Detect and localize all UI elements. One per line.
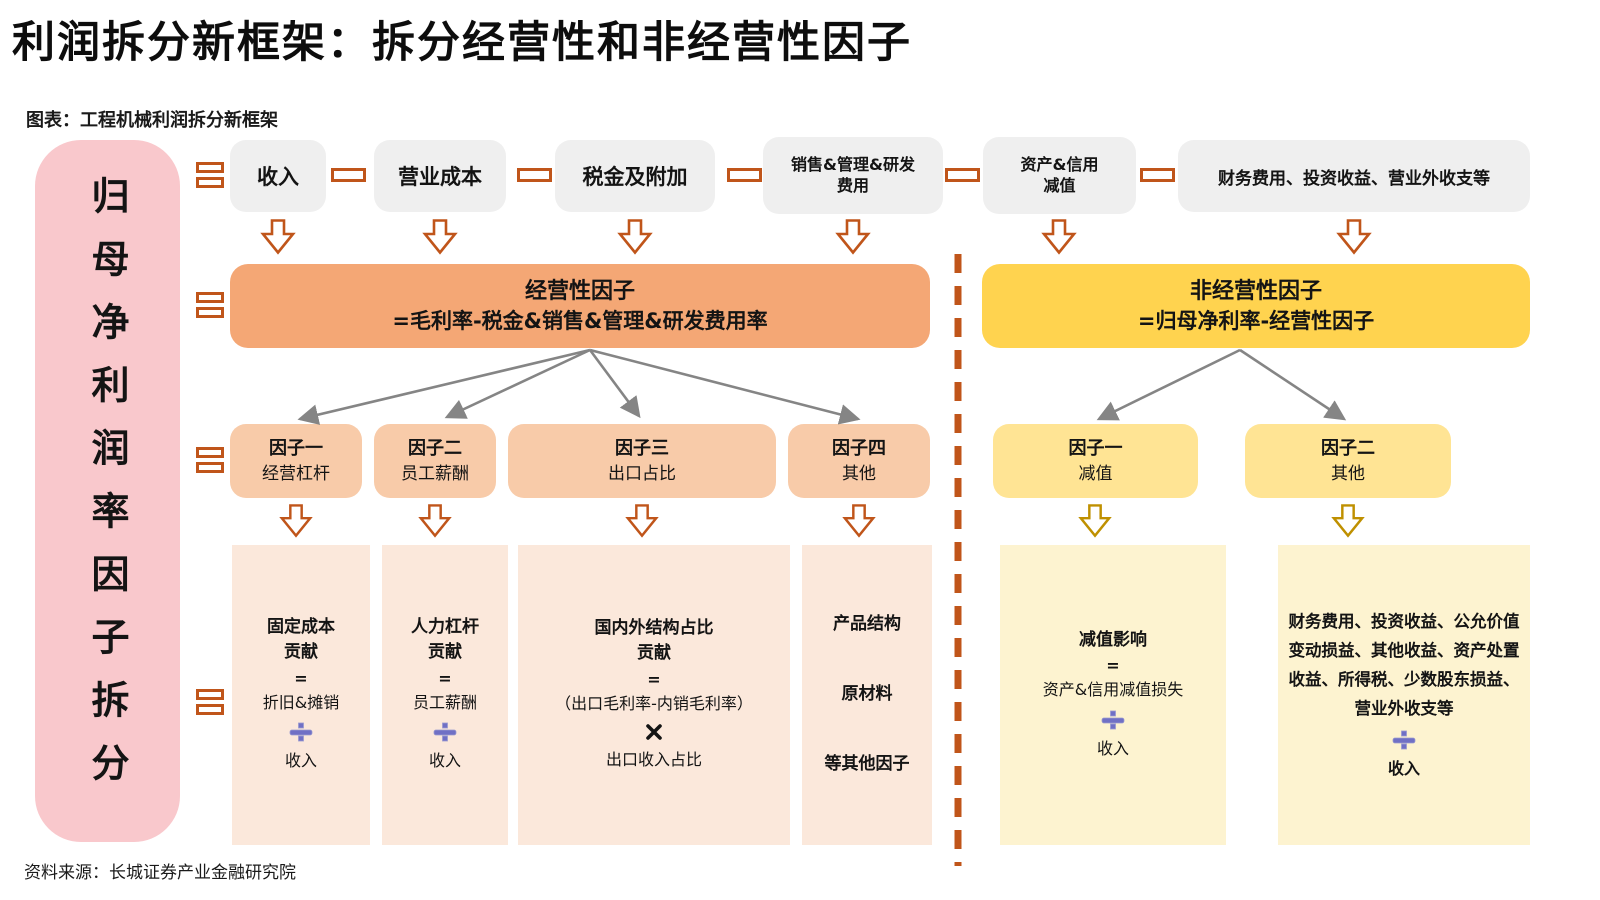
factor-desc: 经营杠杆: [262, 463, 330, 484]
operating-factor-box: 经营性因子 =毛利率-税金&销售&管理&研发费用率: [230, 264, 930, 348]
detail-denominator: 收入: [428, 751, 461, 771]
operating-factor-formula: =毛利率-税金&销售&管理&研发费用率: [392, 308, 768, 333]
minus-operator-icon: [945, 168, 980, 182]
pl-item-expenses: 销售&管理&研发 费用: [763, 137, 943, 214]
pl-item-label: 销售&管理&研发 费用: [791, 154, 915, 195]
pl-item-taxes-surcharges: 税金及附加: [555, 140, 715, 212]
down-arrow-icon: [626, 504, 658, 537]
fan-arrow: [1239, 348, 1347, 421]
detail-numerator: （出口毛利率-内销毛利率）: [555, 693, 753, 713]
down-arrow-icon: [1337, 219, 1371, 254]
factor-desc: 减值: [1078, 463, 1113, 484]
detail-export-structure: 国内外结构占比 贡献 = （出口毛利率-内销毛利率） 出口收入占比: [518, 545, 790, 845]
factor-name: 因子二: [408, 437, 462, 459]
down-arrow-icon: [843, 504, 875, 537]
factor-name: 因子一: [1068, 437, 1123, 459]
minus-operator-icon: [1140, 168, 1175, 182]
detail-labor-leverage: 人力杠杆 贡献 = 员工薪酬 收入: [382, 545, 508, 845]
detail-title: 人力杠杆 贡献: [411, 617, 479, 663]
detail-numerator: 资产&信用减值损失: [1042, 680, 1184, 700]
operating-factor-title: 经营性因子: [524, 278, 635, 304]
minus-operator-icon: [517, 168, 552, 182]
equals-operator-icon: [196, 162, 224, 188]
equals-text: =: [438, 668, 452, 688]
multiply-icon: [644, 722, 664, 742]
operating-factor-4: 因子四 其他: [788, 424, 930, 498]
factor-desc: 其他: [1331, 463, 1365, 484]
equals-text: =: [647, 669, 661, 689]
factor-desc: 出口占比: [608, 463, 676, 484]
divide-icon: [1391, 729, 1417, 751]
page-title: 利润拆分新框架：拆分经营性和非经营性因子: [12, 18, 912, 68]
left-banner: 归母净利润率因子拆分: [35, 140, 180, 842]
factor-name: 因子三: [615, 437, 669, 459]
detail-paragraph: 财务费用、投资收益、公允价值变动损益、其他收益、资产处置收益、所得税、少数股东损…: [1288, 612, 1520, 718]
equals-text: =: [1106, 656, 1120, 676]
equals-operator-icon: [196, 447, 224, 473]
down-arrow-icon: [836, 219, 870, 254]
pl-item-label: 营业成本: [398, 165, 482, 189]
pl-item-label: 收入: [257, 165, 299, 189]
operating-factor-1: 因子一 经营杠杆: [230, 424, 362, 498]
detail-title: 减值影响: [1079, 629, 1147, 650]
pl-item-label: 资产&信用 减值: [1020, 154, 1099, 195]
operating-factor-2: 因子二 员工薪酬: [374, 424, 496, 498]
operating-factor-3: 因子三 出口占比: [508, 424, 776, 498]
figure-caption: 图表：工程机械利润拆分新框架: [26, 110, 278, 131]
pl-item-label: 财务费用、投资收益、营业外收支等: [1218, 168, 1490, 189]
fan-arrow: [297, 348, 591, 425]
non-operating-factor-2: 因子二 其他: [1245, 424, 1451, 498]
down-arrow-icon: [423, 219, 457, 254]
pl-item-label: 税金及附加: [582, 165, 688, 189]
pl-item-impairment: 资产&信用 减值: [983, 137, 1136, 214]
detail-title: 国内外结构占比 贡献: [594, 618, 714, 664]
factor-desc: 员工薪酬: [401, 463, 469, 484]
fan-arrow: [589, 348, 861, 425]
down-arrow-icon: [1042, 219, 1076, 254]
pl-item-operating-cost: 营业成本: [374, 140, 506, 212]
factor-name: 因子一: [269, 437, 323, 459]
minus-operator-icon: [727, 168, 762, 182]
detail-denominator: 收入: [284, 751, 317, 771]
fan-arrow: [588, 349, 641, 419]
down-arrow-icon: [261, 219, 295, 254]
source-note: 资料来源：长城证券产业金融研究院: [24, 863, 296, 883]
detail-denominator: 收入: [1387, 758, 1420, 778]
fan-arrow: [1096, 348, 1241, 421]
left-banner-text: 归母净利润率因子拆分: [85, 176, 129, 806]
non-operating-factor-box: 非经营性因子 =归母净利率-经营性因子: [982, 264, 1530, 348]
down-arrow-icon: [280, 504, 312, 537]
pl-item-revenue: 收入: [230, 140, 326, 212]
pl-item-other: 财务费用、投资收益、营业外收支等: [1178, 140, 1530, 212]
divide-icon: [288, 721, 314, 743]
detail-denominator: 出口收入占比: [605, 750, 702, 770]
equals-operator-icon: [196, 292, 224, 318]
down-arrow-icon: [1332, 504, 1364, 537]
equals-operator-icon: [196, 689, 224, 715]
non-operating-factor-1: 因子一 减值: [993, 424, 1198, 498]
detail-denominator: 收入: [1096, 738, 1129, 758]
down-arrow-icon: [618, 219, 652, 254]
detail-other-non-operating: 财务费用、投资收益、公允价值变动损益、其他收益、资产处置收益、所得税、少数股东损…: [1278, 545, 1530, 845]
factor-name: 因子四: [832, 437, 886, 459]
down-arrow-icon: [1079, 504, 1111, 537]
factor-desc: 其他: [842, 463, 876, 484]
minus-operator-icon: [331, 168, 366, 182]
down-arrow-icon: [419, 504, 451, 537]
non-operating-factor-formula: =归母净利率-经营性因子: [1137, 308, 1375, 333]
detail-numerator: 折旧&摊销: [262, 692, 340, 712]
detail-numerator: 员工薪酬: [412, 692, 477, 712]
equals-text: =: [294, 668, 308, 688]
divide-icon: [432, 721, 458, 743]
divide-icon: [1100, 709, 1126, 731]
fan-arrow: [444, 348, 591, 419]
detail-title: 固定成本 贡献: [267, 617, 335, 663]
non-operating-factor-title: 非经营性因子: [1189, 278, 1322, 304]
factor-name: 因子二: [1321, 437, 1375, 459]
detail-impairment-impact: 减值影响 = 资产&信用减值损失 收入: [1000, 545, 1226, 845]
detail-lines: 产品结构 原材料 等其他因子: [824, 614, 910, 774]
detail-fixed-cost: 固定成本 贡献 = 折旧&摊销 收入: [232, 545, 370, 845]
detail-other-factors: 产品结构 原材料 等其他因子: [802, 545, 932, 845]
